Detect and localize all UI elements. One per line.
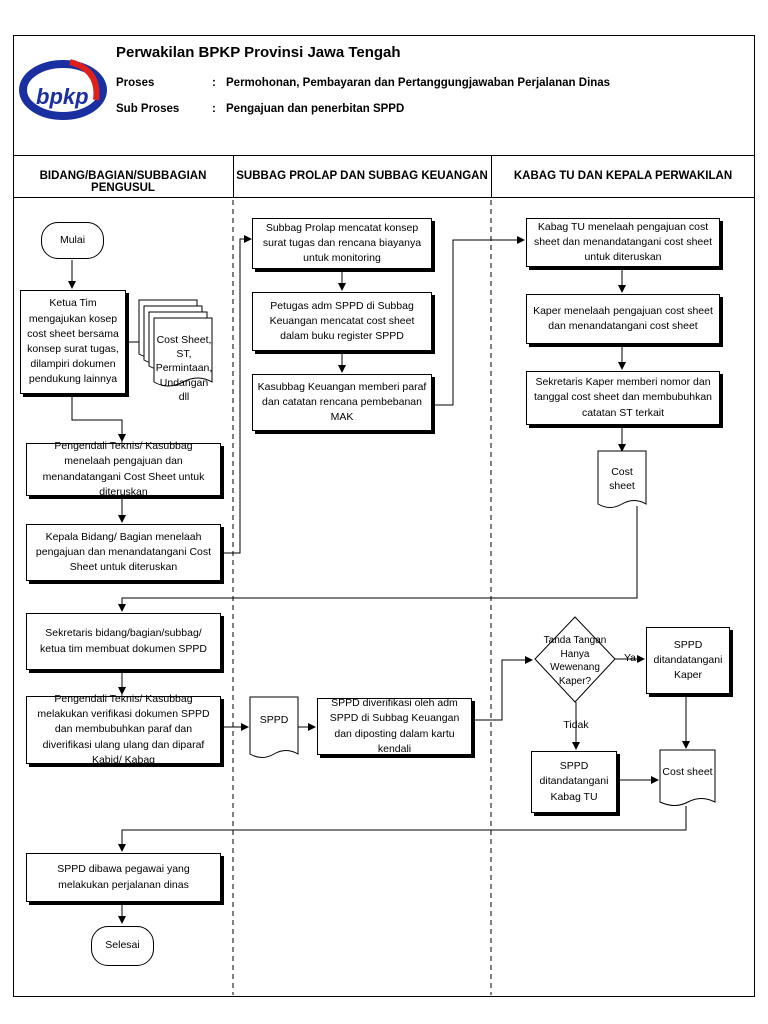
subproses-label: Sub Proses: [116, 103, 180, 115]
decision-no-label: Tidak: [563, 719, 589, 731]
step-sppd-diverifikasi: SPPD diverifikasi oleh adm SPPD di Subba…: [317, 697, 472, 755]
step-pengendali-verifikasi: Pengendali Teknis/ Kasubbag melakukan ve…: [26, 693, 221, 766]
doc-costsheet-2-label: Cost sheet: [662, 766, 713, 778]
end-terminator: Selesai: [91, 926, 154, 966]
col-sep-2: [491, 155, 492, 197]
step-pengendali-teknis-telaah: Pengendali Teknis/ Kasubbag menelaah pen…: [26, 440, 221, 498]
doc-sppd-label: SPPD: [259, 714, 289, 726]
arrow-cs2-n15: [118, 806, 687, 852]
column-header-keuangan: SUBBAG PROLAP DAN SUBBAG KEUANGAN: [236, 170, 488, 182]
decision-diamond: [534, 616, 616, 703]
col-sep-1: [233, 155, 234, 197]
decision-label: Tanda Tangan Hanya Wewenang Kaper?: [543, 635, 607, 687]
step-kabag-tu-telaah: Kabag TU menelaah pengajuan cost sheet d…: [526, 218, 720, 267]
doc-costsheet-1-label: Cost sheet: [609, 466, 635, 493]
column-header-divider: [13, 197, 755, 198]
arrow-n1-n2: [71, 395, 126, 442]
column-header-kabag: KABAG TU DAN KEPALA PERWAKILAN: [513, 170, 733, 182]
step-sppd-dibawa-pegawai: SPPD dibawa pegawai yang melakukan perja…: [26, 853, 221, 902]
subproses-value: Pengajuan dan penerbitan SPPD: [226, 103, 405, 115]
proses-sep: :: [212, 77, 216, 89]
step-sekretaris-buat-sppd: Sekretaris bidang/bagian/subbag/ ketua t…: [26, 613, 221, 670]
step-petugas-adm-sppd: Petugas adm SPPD di Subbag Keuangan menc…: [252, 292, 432, 351]
arrow-cs1-n10: [118, 506, 638, 612]
proses-label: Proses: [116, 77, 155, 89]
doc-costsheet-2-shape: [659, 749, 716, 806]
step-kepala-bidang-telaah: Kepala Bidang/ Bagian menelaah pengajuan…: [26, 524, 221, 581]
doc-attachment-shape: [138, 299, 213, 387]
step-kasubbag-keuangan-paraf: Kasubbag Keuangan memberi paraf dan cata…: [252, 374, 432, 431]
header-divider: [13, 155, 755, 156]
logo-swoosh-icon: [69, 59, 100, 101]
step-sppd-ttd-kaper: SPPD ditandatangani Kaper: [646, 627, 730, 694]
outer-frame: [13, 35, 755, 997]
doc-attachment-label: Cost Sheet, ST, Permintaan, Undangan dll: [155, 334, 213, 403]
step-sekretaris-kaper: Sekretaris Kaper memberi nomor dan tangg…: [526, 371, 720, 425]
step-subbag-prolap-catat: Subbag Prolap mencatat konsep surat tuga…: [252, 218, 432, 269]
doc-sppd-shape: [249, 696, 299, 758]
doc-costsheet-1-shape: [597, 450, 647, 508]
arrow-n12-decision: [473, 656, 533, 721]
logo-ring-icon: [19, 60, 107, 120]
logo-text: bpkp: [36, 84, 89, 109]
step-sppd-ttd-kabag: SPPD ditandatangani Kabag TU: [531, 751, 617, 813]
page-title: Perwakilan BPKP Provinsi Jawa Tengah: [116, 44, 401, 61]
column-header-pengusul: BIDANG/BAGIAN/SUBBAGIAN PENGUSUL: [39, 170, 207, 194]
step-kaper-telaah: Kaper menelaah pengajuan cost sheet dan …: [526, 294, 720, 344]
subproses-sep: :: [212, 103, 216, 115]
arrow-n3-n4: [222, 235, 252, 554]
step-ketua-tim-ajukan: Ketua Tim mengajukan kosep cost sheet be…: [20, 290, 126, 394]
arrow-n6-n7: [434, 236, 525, 406]
start-terminator: Mulai: [41, 222, 104, 259]
decision-yes-label: Ya: [623, 652, 637, 664]
proses-value: Permohonan, Pembayaran dan Pertanggungja…: [226, 77, 611, 89]
